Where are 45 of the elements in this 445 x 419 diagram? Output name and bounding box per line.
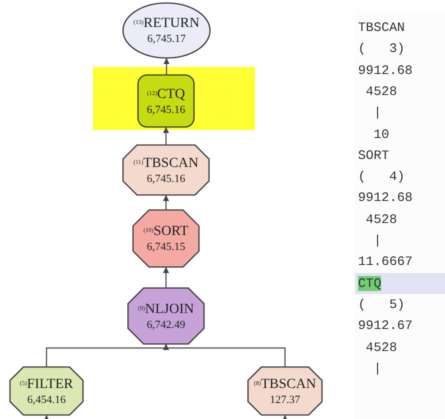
plan-text: 4528: [364, 212, 398, 227]
cost-value: 127.37: [270, 392, 300, 406]
cost-value: 6,454.16: [27, 392, 66, 406]
cost-value: 6,745.16: [146, 102, 186, 116]
operator-name: $^{(8)}$TBSCAN: [254, 376, 316, 392]
octagon-node: [133, 210, 199, 267]
plan-text: |: [372, 233, 382, 248]
plan-text: 11.6667: [358, 254, 413, 270]
connector-arrow: [163, 195, 169, 210]
plan-text: SORT: [358, 148, 390, 163]
octagon-node: [248, 367, 322, 415]
octagon-node: [123, 145, 209, 195]
operator-name: $^{(12)}$CTQ: [147, 86, 185, 102]
cost-value: 6,745.15: [146, 240, 186, 254]
connector-arrow: [163, 267, 169, 288]
plan-text: |: [372, 360, 382, 376]
operator-name: $^{(13)}$RETURN: [134, 15, 200, 32]
plan-text: ( 3): [358, 41, 405, 56]
rounded-node: [138, 75, 194, 127]
octagon-node: [128, 288, 204, 344]
octagon-node: [10, 367, 83, 415]
plan-text: 10: [372, 126, 390, 142]
cost-value: 6,745.16: [146, 172, 186, 186]
plan-text: TBSCAN: [358, 20, 405, 35]
cost-value: 6,742.49: [146, 318, 186, 332]
operator-name: $^{(10)}$SORT: [144, 223, 188, 240]
connector-arrow: [164, 58, 170, 75]
connector-arrow: [163, 344, 286, 367]
operator-name: $^{(11)}$TBSCAN: [133, 154, 198, 172]
connector-arrow: [44, 415, 50, 419]
plan-text: 9912.68: [358, 190, 413, 206]
connector-arrow: [163, 127, 169, 145]
plan-text: 4528: [364, 340, 398, 354]
plan-text: ( 5): [358, 296, 405, 312]
plan-text: 9912.67: [358, 318, 413, 334]
connector-arrow: [282, 415, 288, 419]
plan-text: 4528: [364, 84, 398, 99]
operator-name: $^{(5)}$FILTER: [20, 376, 74, 392]
plan-text: |: [372, 105, 382, 120]
highlighted-plan-text: CTQ: [358, 276, 382, 291]
cost-value: 6,745.17: [147, 32, 186, 46]
ellipse-node: [123, 3, 210, 58]
plan-text: ( 4): [358, 169, 405, 184]
operator-name: $^{(9)}$NLJOIN: [138, 300, 194, 318]
plan-text: 9912.68: [358, 62, 413, 78]
